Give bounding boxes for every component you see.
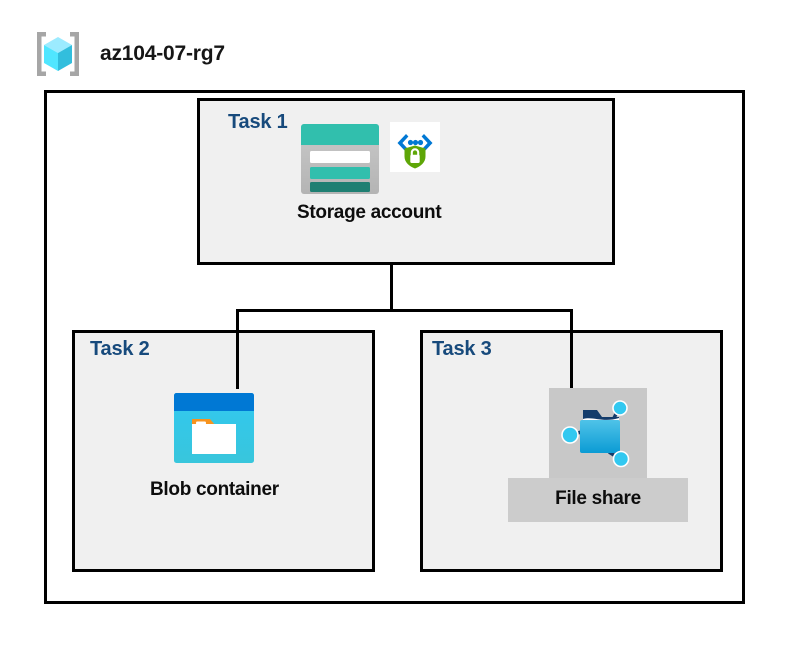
blob-container-icon: [172, 391, 256, 465]
storage-account-icon: [299, 122, 381, 196]
private-endpoint-shield-icon: [389, 122, 440, 172]
resource-group-icon: [32, 28, 84, 80]
connector-to-blob-container: [236, 309, 239, 389]
resource-group-title: az104-07-rg7: [100, 42, 225, 65]
task-label-2: Task 2: [90, 338, 150, 360]
resource-group-header: az104-07-rg7: [32, 28, 225, 80]
node-file-share[interactable]: File share: [508, 388, 688, 522]
node-storage-account[interactable]: Storage account: [297, 122, 442, 224]
file-share-icon-highlight: [549, 388, 647, 478]
file-share-label-highlight: File share: [508, 478, 688, 522]
task-label-3: Task 3: [432, 338, 492, 360]
connector-horizontal-bus: [236, 309, 573, 312]
file-share-icon: [559, 392, 637, 470]
blob-container-label: Blob container: [150, 479, 279, 500]
storage-icons-row: [299, 122, 440, 196]
task-label-1: Task 1: [228, 111, 288, 133]
connector-storage-trunk: [390, 265, 393, 312]
storage-account-label: Storage account: [297, 202, 442, 223]
file-share-label: File share: [555, 488, 641, 509]
node-blob-container[interactable]: Blob container: [150, 391, 279, 501]
connector-to-file-share: [570, 309, 573, 389]
